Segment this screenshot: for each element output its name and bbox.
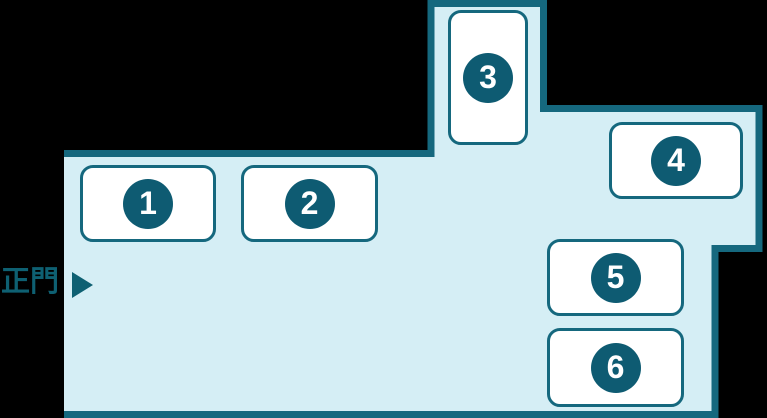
building-number-badge: 5	[590, 252, 641, 303]
building-number-badge: 6	[590, 342, 641, 393]
building-number: 3	[479, 58, 497, 95]
site-wall	[64, 0, 763, 418]
building-box-3: 3	[448, 10, 528, 145]
main-gate-label: 正門	[1, 266, 60, 298]
building-number: 4	[667, 141, 685, 178]
building-box-6: 6	[547, 328, 684, 407]
building-number: 2	[300, 184, 319, 221]
building-box-1: 1	[80, 165, 216, 242]
building-number: 5	[606, 258, 625, 295]
building-number-badge: 4	[651, 135, 701, 186]
building-number-badge: 2	[284, 178, 335, 229]
building-number-badge: 1	[123, 178, 173, 229]
gate-arrow-icon	[72, 272, 93, 298]
building-number: 1	[139, 184, 157, 221]
building-box-2: 2	[241, 165, 378, 242]
building-box-5: 5	[547, 239, 684, 316]
building-number: 6	[606, 348, 625, 385]
building-box-4: 4	[609, 122, 743, 199]
building-number-badge: 3	[463, 52, 513, 103]
